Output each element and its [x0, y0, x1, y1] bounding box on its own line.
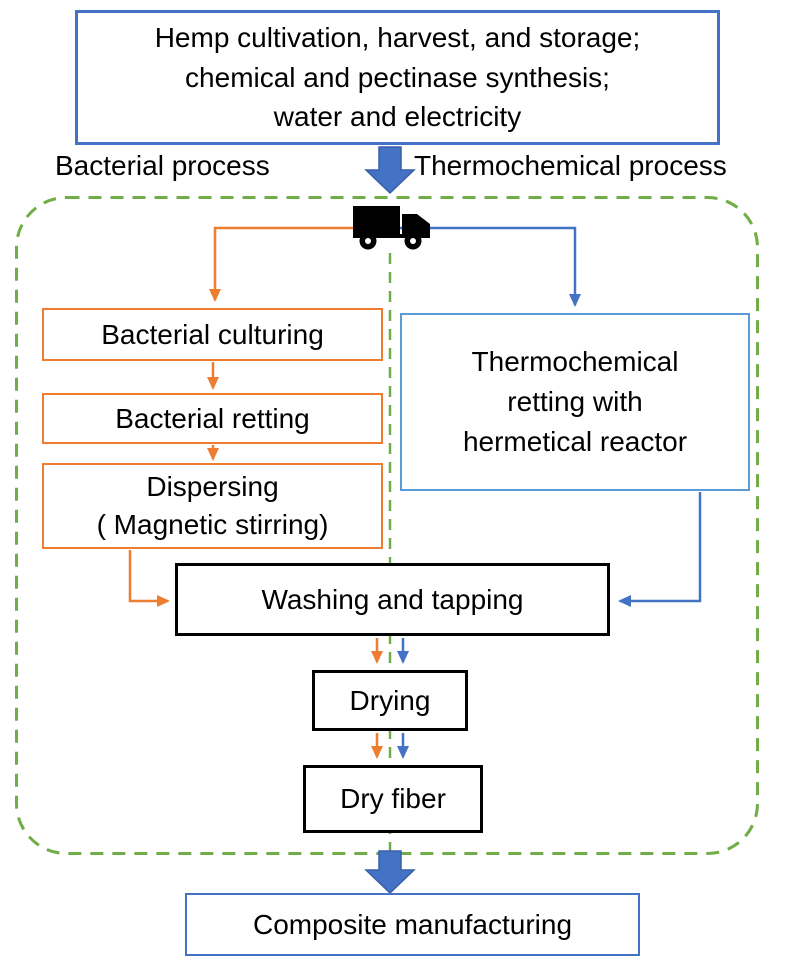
bacterial-process-label: Bacterial process — [55, 150, 270, 181]
node-source: Hemp cultivation, harvest, and storage; … — [75, 10, 720, 145]
node-bacterial-retting: Bacterial retting — [42, 393, 383, 444]
node-dry-fiber: Dry fiber — [303, 765, 483, 833]
node-drying: Drying — [312, 670, 468, 731]
node-thermochemical-retting: Thermochemical retting with hermetical r… — [400, 313, 750, 491]
edge-dispersing-washing — [128, 550, 170, 607]
block-arrow-bottom — [364, 850, 416, 895]
truck-icon — [353, 206, 430, 250]
node-dispersing: Dispersing ( Magnetic stirring) — [42, 463, 383, 549]
block-arrow-top — [364, 146, 416, 195]
thermochemical-process-label: Thermochemical process — [414, 150, 727, 181]
node-composite-manufacturing: Composite manufacturing — [185, 893, 640, 956]
edge-transport-bacterial — [209, 226, 390, 302]
edge-transport-thermochemical — [390, 226, 581, 307]
edge-thermochemical-washing — [618, 492, 702, 607]
node-washing: Washing and tapping — [175, 563, 610, 636]
node-bacterial-culturing: Bacterial culturing — [42, 308, 383, 361]
